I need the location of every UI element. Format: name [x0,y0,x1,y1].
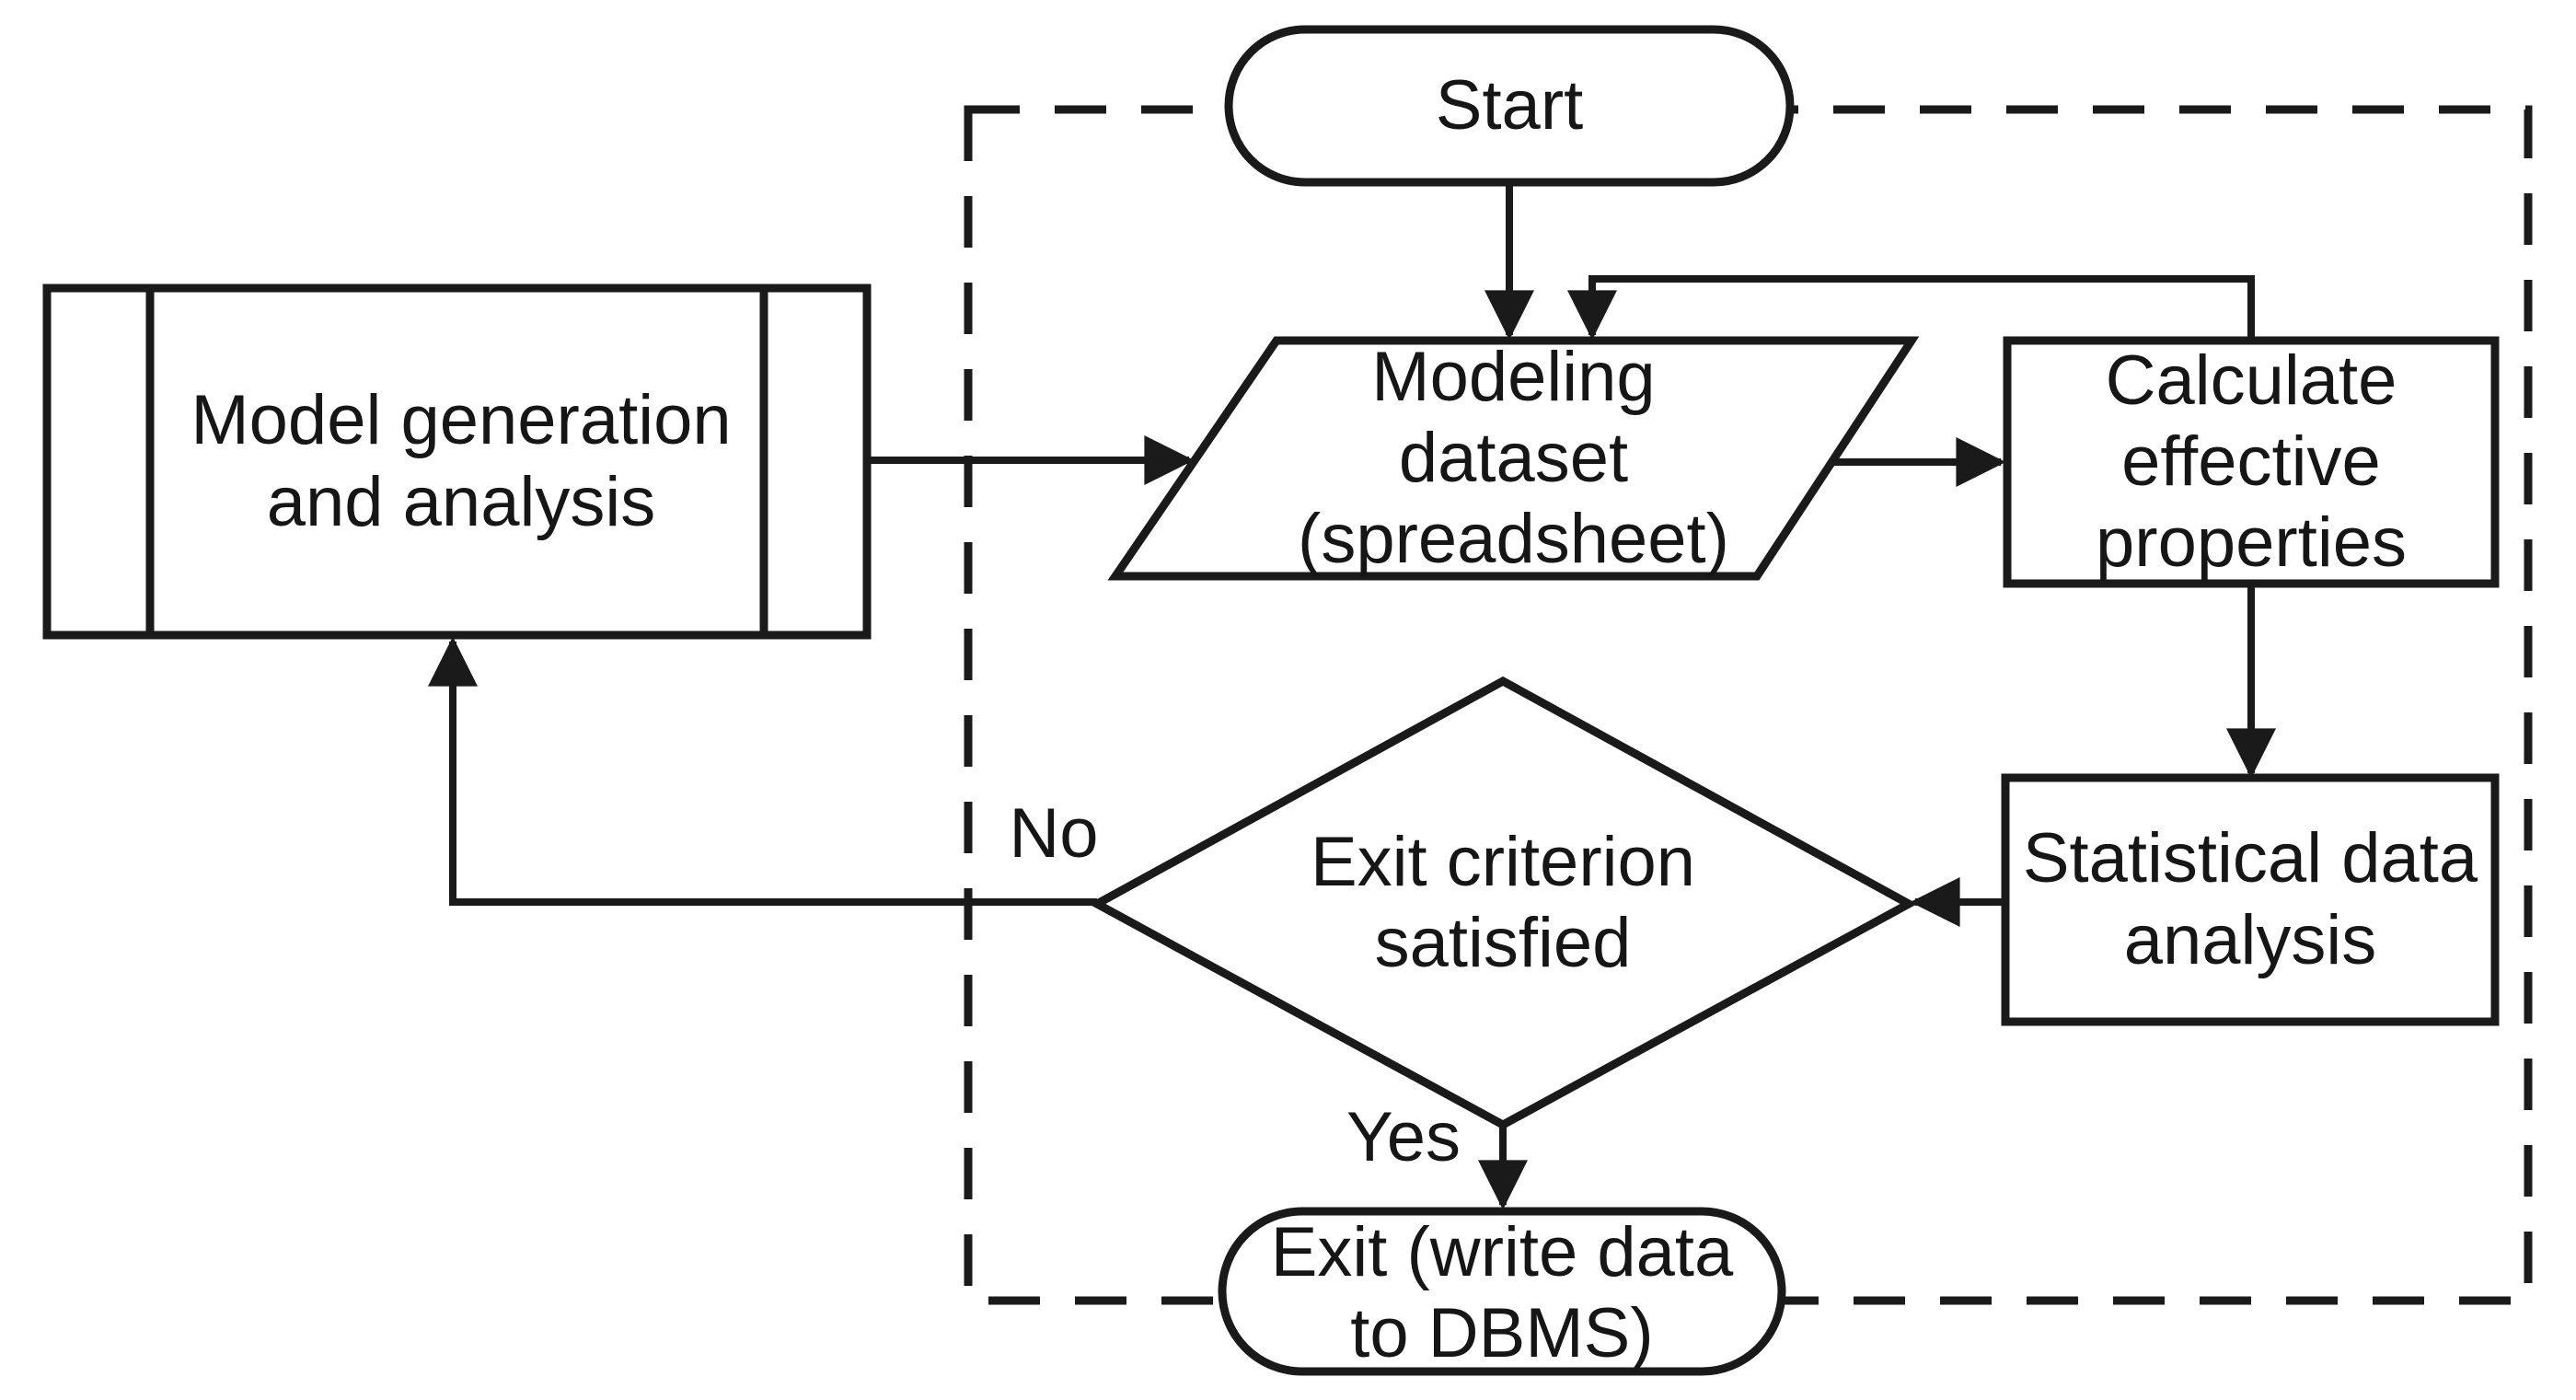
modeling-dataset-shape [1107,336,1920,581]
arrow-loop-calculate-to-dataset [1567,275,2255,342]
model-generation-shape [42,283,872,640]
start-terminator-shape [1224,25,1795,187]
exit-terminator-shape [1218,1207,1786,1376]
statistical-analysis-shape [2001,773,2500,1026]
calculate-properties-shape [2003,336,2500,588]
dashed-boundary [964,105,2533,1305]
arrow-no-decision-to-model [428,636,1097,906]
exit-criterion-shape [1088,676,1918,1130]
